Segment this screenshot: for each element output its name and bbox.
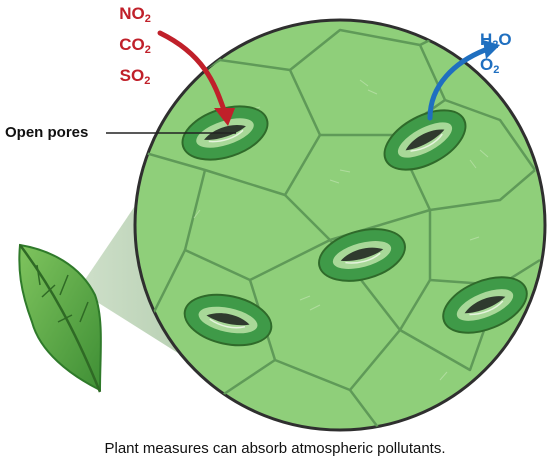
pollutant-arrow xyxy=(157,30,227,113)
gas-co2: CO2 xyxy=(119,35,151,56)
pollutant-gas-list: NO2 CO2 SO2 xyxy=(100,4,170,91)
gas-o2: O2 xyxy=(480,55,500,76)
emission-arrow xyxy=(427,47,488,121)
stoma-3 xyxy=(318,228,406,282)
emission-arrow-head xyxy=(483,40,500,59)
leaf-surface-circle xyxy=(133,18,547,432)
gas-no2: NO2 xyxy=(119,4,151,25)
stoma-5 xyxy=(442,276,528,334)
pollutant-arrow-head xyxy=(214,108,235,126)
open-pores-label: Open pores xyxy=(5,124,89,141)
leaf-icon xyxy=(18,243,102,393)
stoma-2 xyxy=(383,109,467,171)
emitted-gas-list: H2O O2 xyxy=(480,30,550,80)
gas-so2: SO2 xyxy=(119,66,151,87)
caption: Plant measures can absorb atmospheric po… xyxy=(104,440,446,457)
stoma-4 xyxy=(183,293,273,347)
gas-h2o: H2O xyxy=(480,30,512,51)
